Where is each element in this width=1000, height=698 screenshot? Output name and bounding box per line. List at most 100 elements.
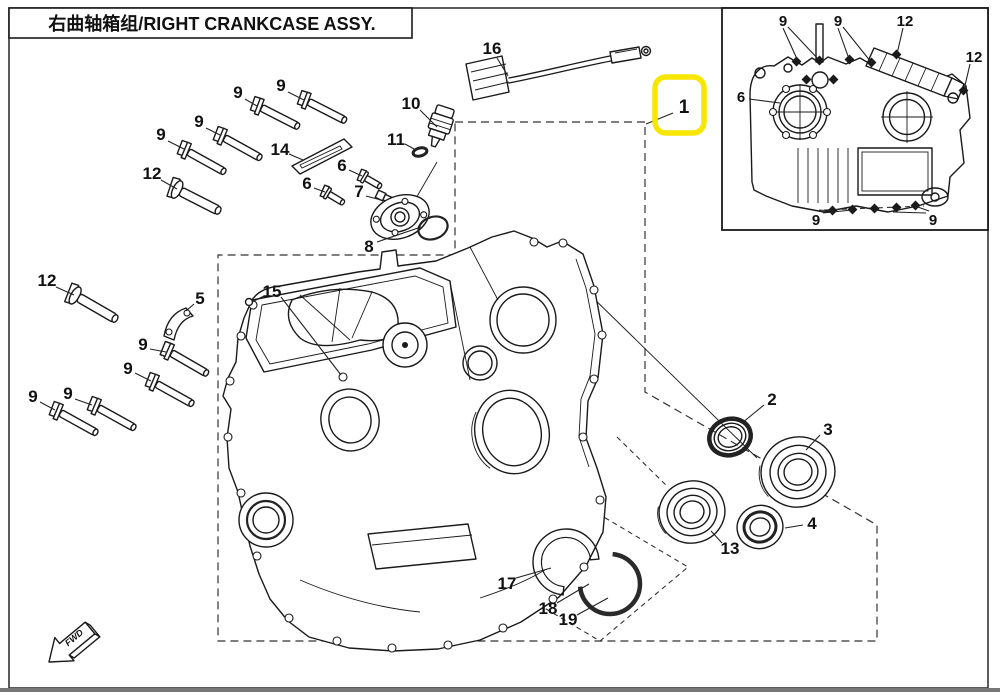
leader-line — [822, 209, 853, 214]
part-3-bearing — [758, 436, 836, 508]
callout-9: 9 — [779, 13, 820, 61]
callout-9: 9 — [28, 387, 56, 411]
callout-9: 9 — [138, 335, 167, 354]
fwd-arrow: FWD — [48, 621, 101, 663]
part-number-label: 10 — [402, 94, 421, 113]
part-number-label: 8 — [364, 237, 373, 256]
part-number-label: 18 — [539, 599, 558, 618]
leader-line — [818, 209, 834, 212]
part-number-label: 9 — [123, 359, 132, 378]
part-number-label: 12 — [38, 271, 57, 290]
callout-15: 15 — [251, 282, 342, 376]
callout-9: 9 — [123, 359, 152, 382]
page-title: 右曲轴箱组/RIGHT CRANKCASE ASSY. — [48, 13, 375, 34]
leader-line — [288, 153, 304, 161]
part-number-label: 12 — [966, 49, 983, 66]
callout-9: 9 — [233, 83, 258, 107]
leader-line — [914, 205, 930, 212]
callout-14: 14 — [271, 140, 304, 161]
part-number-label: 9 — [929, 212, 937, 229]
callout-16: 16 — [483, 39, 509, 77]
part-14-plate — [291, 138, 353, 175]
leader-line — [556, 583, 590, 604]
part-number-label: 12 — [897, 13, 914, 30]
callout-9: 9 — [812, 209, 853, 229]
main-bore — [471, 389, 551, 475]
callout-2: 2 — [741, 390, 777, 424]
callout-17: 17 — [498, 567, 552, 593]
callout-12: 12 — [143, 164, 178, 190]
leader-line — [892, 211, 927, 214]
leader-line — [837, 27, 850, 60]
part-11-washer — [411, 146, 429, 158]
callout-13: 13 — [710, 530, 740, 558]
part-number-label: 11 — [387, 130, 405, 149]
callout-6: 6 — [302, 174, 326, 193]
callout-3: 3 — [805, 420, 833, 451]
leader-line — [805, 434, 821, 451]
part-number-label: 9 — [233, 83, 242, 102]
part-8-oring — [417, 215, 449, 241]
part-number-label: 4 — [807, 514, 817, 533]
leader-line — [39, 401, 56, 411]
callout-19: 19 — [559, 597, 609, 629]
callout-4: 4 — [784, 514, 817, 533]
part-4-bearing — [736, 504, 784, 550]
leader-line — [167, 140, 185, 150]
part-number-label: 5 — [195, 289, 204, 308]
highlight-callout-1[interactable]: 1 — [645, 74, 707, 136]
leader-line — [782, 27, 798, 60]
part-number-label: 9 — [276, 76, 285, 95]
part-13-bearing — [657, 480, 726, 544]
leader-line — [134, 372, 152, 382]
callout-9: 9 — [892, 205, 937, 229]
part-number-label: 9 — [812, 212, 820, 229]
leader-line — [251, 295, 265, 303]
leader-line — [74, 398, 93, 406]
leader-line — [496, 57, 509, 77]
leader-line — [784, 524, 804, 529]
part-number-label: 9 — [834, 13, 842, 30]
part-number-label: 14 — [271, 140, 290, 159]
leader-line — [185, 303, 195, 312]
leader-line — [376, 226, 422, 243]
leader-line — [896, 27, 904, 55]
crankcase-body — [222, 230, 607, 653]
part-number-label: 16 — [483, 39, 502, 58]
leader-line — [244, 98, 258, 107]
leader-line — [842, 26, 872, 63]
part-18-bushing — [577, 551, 643, 617]
callout-9: 9 — [63, 384, 93, 406]
callout-12: 12 — [963, 49, 983, 91]
part-number-label: 9 — [779, 13, 787, 30]
part-5-clamp — [163, 307, 194, 341]
leader-line — [149, 348, 167, 353]
part-16-sensor-cable — [465, 45, 652, 101]
part-2-oil-seal — [707, 416, 753, 458]
leader-line — [710, 530, 723, 544]
callout-12: 12 — [896, 13, 914, 55]
leader-line — [160, 179, 178, 190]
part-number-label: 7 — [354, 182, 363, 201]
part-number-label: 13 — [721, 539, 740, 558]
part-number-label: 19 — [559, 610, 578, 629]
leader-line — [55, 286, 75, 296]
part-17-bushing — [532, 528, 600, 596]
callout-8: 8 — [364, 226, 422, 256]
leader-line — [515, 567, 552, 579]
part-number-label: 9 — [156, 125, 165, 144]
callout-6: 6 — [737, 89, 781, 106]
callout-9: 9 — [276, 76, 305, 101]
callout-12: 12 — [38, 271, 75, 296]
part-number-label: 17 — [498, 574, 517, 593]
part-number-label: 9 — [28, 387, 37, 406]
part-10-sensor — [427, 104, 455, 148]
callout-9: 9 — [156, 125, 185, 150]
leader-line — [963, 63, 971, 91]
callout-10: 10 — [402, 94, 438, 128]
callout-1-label[interactable]: 1 — [679, 97, 690, 118]
leader-line — [313, 187, 326, 193]
leader-line — [787, 26, 820, 61]
